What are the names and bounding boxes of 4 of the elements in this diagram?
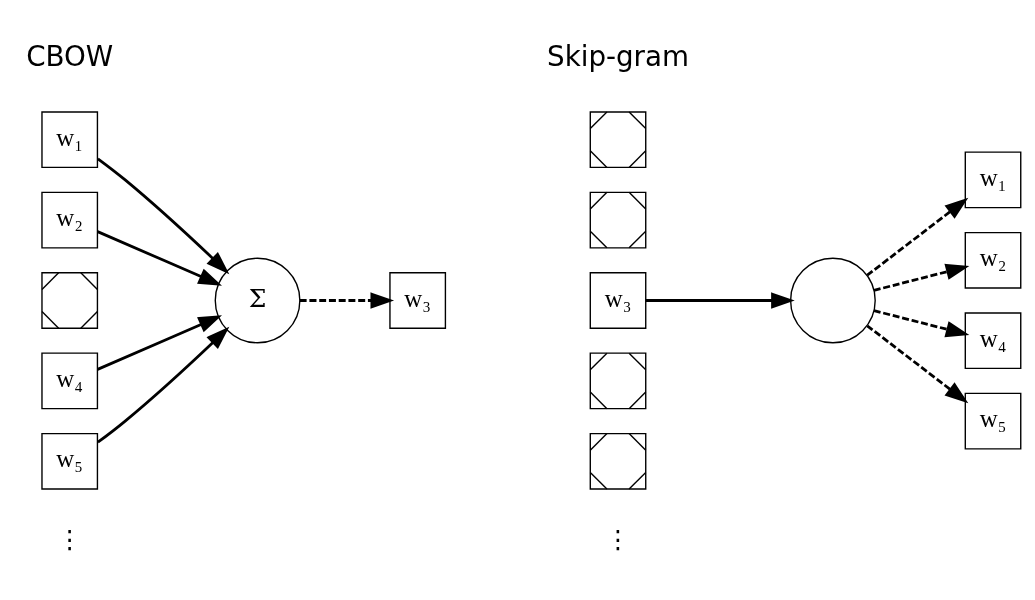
label: Skip-gram	[547, 39, 689, 73]
label: ⋮	[605, 524, 631, 554]
label: ⋮	[57, 524, 83, 554]
label: CBOW	[26, 39, 114, 73]
